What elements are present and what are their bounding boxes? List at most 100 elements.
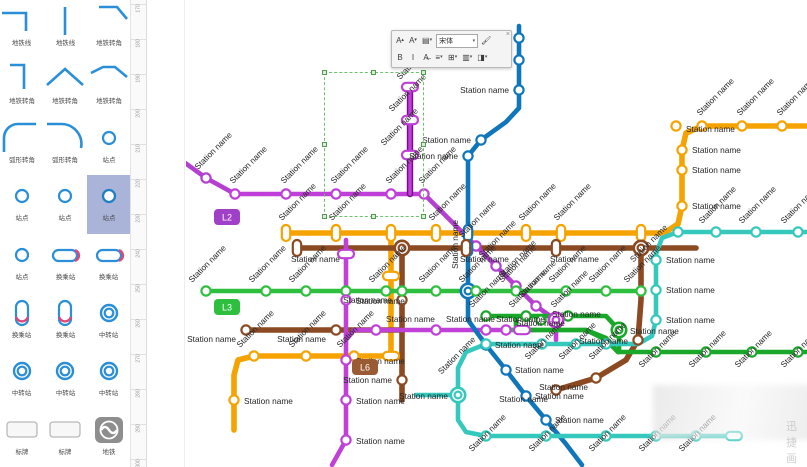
station-node[interactable] xyxy=(746,346,758,358)
station-node[interactable] xyxy=(540,414,552,426)
station-node[interactable] xyxy=(632,334,644,346)
station-node[interactable] xyxy=(590,372,602,384)
station-node[interactable] xyxy=(370,324,382,336)
station-node[interactable] xyxy=(600,338,612,350)
station-node[interactable] xyxy=(340,434,352,446)
shape-item-5[interactable]: 地铁转角 xyxy=(87,58,130,116)
station-node[interactable] xyxy=(676,144,688,156)
chevron-down-icon[interactable]: ▾ xyxy=(472,37,476,44)
shape-item-0[interactable]: 地铁线 xyxy=(0,0,44,58)
station-node[interactable] xyxy=(490,260,502,272)
station-node[interactable] xyxy=(400,81,420,93)
shape-item-7[interactable]: 弧形转角 xyxy=(44,117,88,175)
station-node[interactable] xyxy=(792,346,804,358)
station-node[interactable] xyxy=(229,188,241,200)
station-node[interactable] xyxy=(520,223,532,243)
station-node[interactable] xyxy=(676,200,688,212)
station-node[interactable] xyxy=(513,32,525,44)
station-node[interactable] xyxy=(400,114,420,126)
station-node[interactable] xyxy=(520,390,532,402)
station-node[interactable] xyxy=(635,285,647,297)
station-node[interactable] xyxy=(700,346,712,358)
station-node[interactable] xyxy=(418,188,430,200)
station-node[interactable] xyxy=(393,239,411,257)
station-node[interactable] xyxy=(650,284,662,296)
station-node[interactable] xyxy=(696,120,708,132)
shape-item-21[interactable]: 标牌 xyxy=(0,409,44,467)
shape-item-11[interactable]: 站点 xyxy=(87,175,130,234)
station-node[interactable] xyxy=(600,430,612,442)
station-node[interactable] xyxy=(480,310,492,322)
station-node[interactable] xyxy=(248,350,260,362)
station-node[interactable] xyxy=(480,324,492,336)
station-node[interactable] xyxy=(480,338,492,350)
station-node[interactable] xyxy=(470,285,482,297)
station-node[interactable] xyxy=(530,300,542,312)
station-node[interactable] xyxy=(280,223,292,243)
station-node[interactable] xyxy=(500,364,512,376)
station-node[interactable] xyxy=(396,374,408,386)
station-node[interactable] xyxy=(513,84,525,96)
station-node[interactable] xyxy=(555,223,567,243)
shape-item-9[interactable]: 站点 xyxy=(0,175,44,233)
station-node[interactable] xyxy=(460,238,472,258)
station-node[interactable] xyxy=(280,188,292,200)
station-node[interactable] xyxy=(650,314,662,326)
station-node[interactable] xyxy=(560,285,572,297)
station-node[interactable] xyxy=(381,350,401,362)
station-node[interactable] xyxy=(430,223,442,243)
toolbar-close-icon[interactable]: × xyxy=(505,31,510,38)
station-node[interactable] xyxy=(650,346,662,358)
line-spacing-button[interactable]: ≡▾ xyxy=(433,50,445,65)
shape-item-4[interactable]: 地铁转角 xyxy=(44,58,88,116)
station-node[interactable] xyxy=(670,120,682,132)
station-node[interactable] xyxy=(776,120,788,132)
clear-formatting-button[interactable]: A̶ xyxy=(420,50,432,65)
station-node[interactable] xyxy=(340,354,352,366)
station-node[interactable] xyxy=(260,285,272,297)
columns-button[interactable]: ▥▾ xyxy=(460,50,474,65)
station-node[interactable] xyxy=(676,164,688,176)
station-node[interactable] xyxy=(396,285,408,297)
shape-item-3[interactable]: 地铁转角 xyxy=(0,58,44,116)
station-node[interactable] xyxy=(550,238,562,258)
shape-item-16[interactable]: 换乘站 xyxy=(44,292,88,350)
shape-item-22[interactable]: 标牌 xyxy=(44,409,88,467)
shape-item-1[interactable]: 地铁线 xyxy=(44,0,88,58)
station-node[interactable] xyxy=(385,188,397,200)
diagram-canvas[interactable]: .ln { fill:none; stroke-linecap:round; s… xyxy=(186,0,807,467)
shape-item-15[interactable]: 换乘站 xyxy=(0,292,44,350)
station-node[interactable] xyxy=(300,285,312,297)
station-node[interactable] xyxy=(512,324,532,336)
station-node[interactable] xyxy=(510,285,522,297)
italic-button[interactable]: I xyxy=(407,50,419,65)
station-node[interactable] xyxy=(200,285,212,297)
shape-item-23[interactable]: 地铁 xyxy=(87,409,130,467)
shape-fill-button[interactable]: ◨▾ xyxy=(475,50,489,65)
station-node[interactable] xyxy=(480,430,492,442)
station-node[interactable] xyxy=(330,324,342,336)
table-button[interactable]: ⊞▾ xyxy=(446,50,459,65)
station-node[interactable] xyxy=(736,120,748,132)
shape-item-13[interactable]: 换乘站 xyxy=(44,234,88,292)
station-node[interactable] xyxy=(535,314,547,326)
decrease-font-size-button[interactable]: A▾ xyxy=(407,33,419,48)
shape-item-12[interactable]: 站点 xyxy=(0,234,44,292)
shape-item-10[interactable]: 站点 xyxy=(44,175,88,233)
shape-item-8[interactable]: 站点 xyxy=(87,117,130,175)
shape-item-20[interactable]: 中转站 xyxy=(87,350,130,408)
format-painter-button[interactable]: 🖌 xyxy=(479,33,493,48)
station-node[interactable] xyxy=(536,338,548,350)
station-node[interactable] xyxy=(330,188,342,200)
station-node[interactable] xyxy=(650,254,662,266)
shape-item-6[interactable]: 弧形转角 xyxy=(0,117,44,175)
station-node[interactable] xyxy=(430,285,442,297)
station-node[interactable] xyxy=(381,270,401,282)
station-node[interactable] xyxy=(430,324,442,336)
station-node[interactable] xyxy=(228,394,240,406)
station-node[interactable] xyxy=(200,172,212,184)
station-node[interactable] xyxy=(632,239,650,257)
station-node[interactable] xyxy=(672,226,684,238)
station-node[interactable] xyxy=(340,394,352,406)
